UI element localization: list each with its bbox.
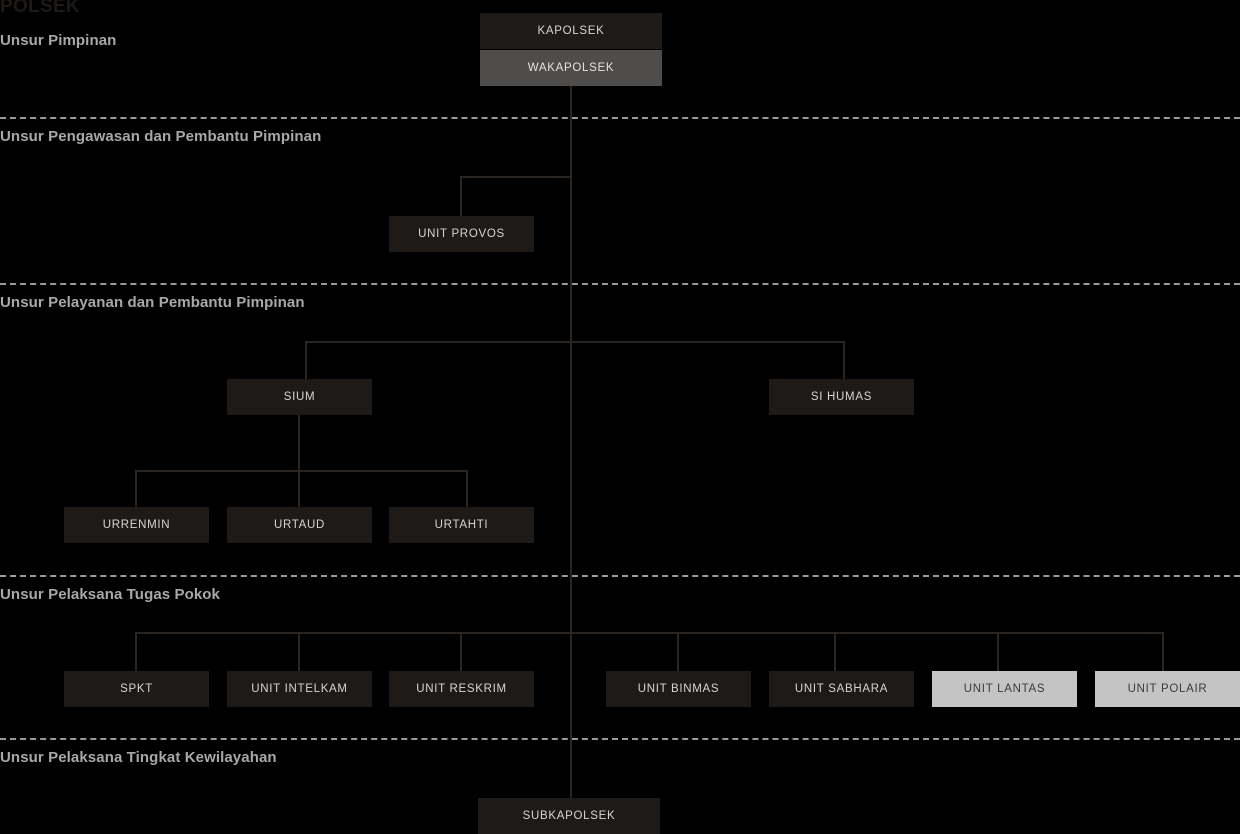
node-si-humas[interactable]: SI HUMAS bbox=[769, 379, 914, 415]
section-label-unsur-pimpinan: Unsur Pimpinan bbox=[0, 32, 117, 49]
node-unit-polair[interactable]: UNIT POLAIR bbox=[1095, 671, 1240, 707]
node-unit-lantas[interactable]: UNIT LANTAS bbox=[932, 671, 1077, 707]
connector-intelkam-drop bbox=[298, 632, 300, 671]
section-label-unsur-pelayanan: Unsur Pelayanan dan Pembantu Pimpinan bbox=[0, 294, 305, 311]
connector-urrenmin-drop bbox=[135, 470, 137, 507]
connector-ur-horizontal bbox=[135, 470, 468, 472]
connector-provos-horizontal bbox=[460, 176, 572, 178]
section-divider-2 bbox=[0, 117, 1240, 119]
section-divider-5 bbox=[0, 738, 1240, 740]
connector-spkt-drop bbox=[135, 632, 137, 671]
page-title: POLSEK bbox=[0, 0, 80, 17]
section-divider-4 bbox=[0, 575, 1240, 577]
node-unit-binmas[interactable]: UNIT BINMAS bbox=[606, 671, 751, 707]
node-subkapolsek[interactable]: SUBKAPOLSEK bbox=[478, 798, 660, 834]
node-urrenmin[interactable]: URRENMIN bbox=[64, 507, 209, 543]
node-spkt[interactable]: SPKT bbox=[64, 671, 209, 707]
section-label-unsur-pengawasan: Unsur Pengawasan dan Pembantu Pimpinan bbox=[0, 128, 322, 145]
node-unit-provos[interactable]: UNIT PROVOS bbox=[389, 216, 534, 252]
connector-provos-drop bbox=[460, 176, 462, 216]
node-unit-sabhara[interactable]: UNIT SABHARA bbox=[769, 671, 914, 707]
connector-urtahti-drop bbox=[466, 470, 468, 507]
connector-sium-humas-horizontal bbox=[305, 341, 845, 343]
node-kapolsek[interactable]: KAPOLSEK bbox=[480, 13, 662, 49]
node-urtaud[interactable]: URTAUD bbox=[227, 507, 372, 543]
connector-sium-drop bbox=[305, 341, 307, 379]
connector-si-humas-drop bbox=[843, 341, 845, 379]
connector-urtaud-drop bbox=[298, 470, 300, 507]
node-sium[interactable]: SIUM bbox=[227, 379, 372, 415]
connector-lantas-drop bbox=[997, 632, 999, 671]
connector-sium-stem bbox=[298, 415, 300, 470]
connector-reskrim-drop bbox=[460, 632, 462, 671]
connector-binmas-drop bbox=[677, 632, 679, 671]
connector-pelaksana-horizontal bbox=[135, 632, 1164, 634]
connector-polair-drop bbox=[1162, 632, 1164, 671]
section-divider-3 bbox=[0, 283, 1240, 285]
node-wakapolsek[interactable]: WAKAPOLSEK bbox=[480, 50, 662, 86]
section-label-unsur-pelaksana-tugas: Unsur Pelaksana Tugas Pokok bbox=[0, 586, 221, 603]
section-label-unsur-pelaksana-kewilayahan: Unsur Pelaksana Tingkat Kewilayahan bbox=[0, 749, 277, 766]
node-unit-intelkam[interactable]: UNIT INTELKAM bbox=[227, 671, 372, 707]
node-unit-reskrim[interactable]: UNIT RESKRIM bbox=[389, 671, 534, 707]
node-urtahti[interactable]: URTAHTI bbox=[389, 507, 534, 543]
connector-sabhara-drop bbox=[834, 632, 836, 671]
connector-main-trunk bbox=[570, 86, 572, 798]
